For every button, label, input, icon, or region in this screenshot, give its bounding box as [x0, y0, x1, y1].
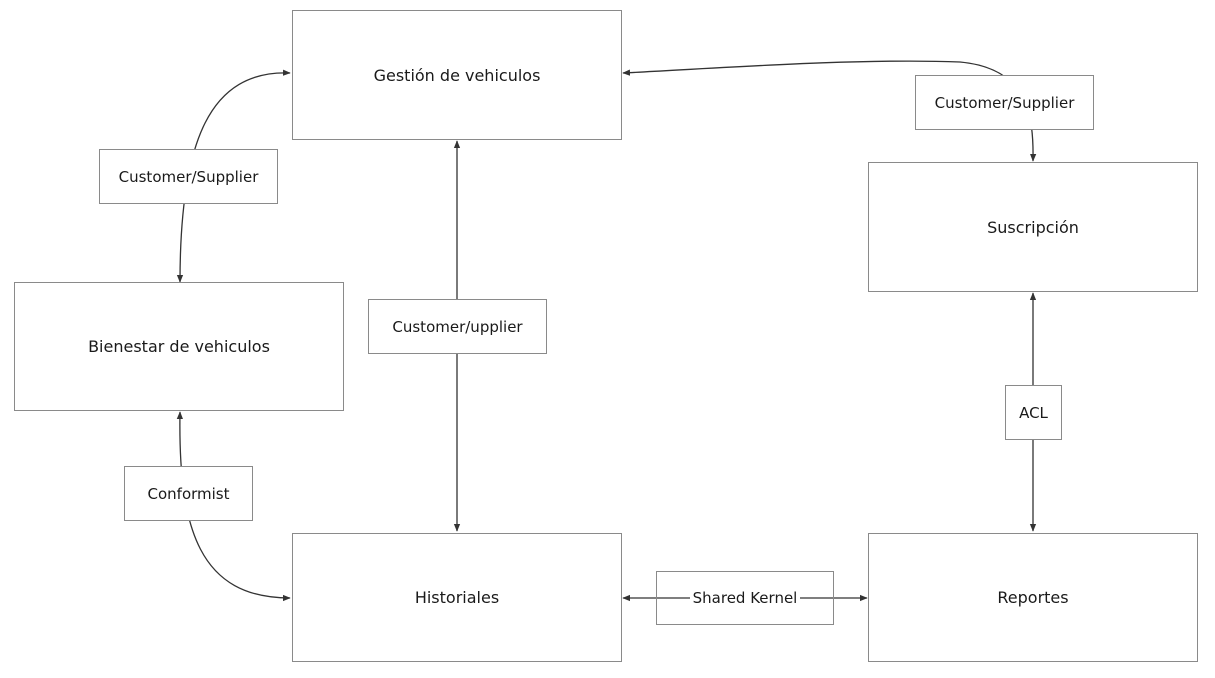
node-reportes: Reportes — [868, 533, 1198, 662]
node-suscripcion: Suscripción — [868, 162, 1198, 292]
node-reportes-label: Reportes — [997, 588, 1069, 607]
label-bienestar-historiales-text: Conformist — [147, 484, 230, 503]
node-bienestar-de-vehiculos: Bienestar de vehiculos — [14, 282, 344, 411]
node-gestion-label: Gestión de vehiculos — [373, 65, 541, 85]
node-suscripcion-label: Suscripción — [987, 217, 1079, 237]
node-bienestar-label: Bienestar de vehiculos — [88, 337, 270, 356]
label-historiales-reportes: Shared Kernel — [656, 571, 834, 625]
label-historiales-reportes-text: Shared Kernel — [689, 589, 801, 607]
node-gestion-de-vehiculos: Gestión de vehiculos — [292, 10, 622, 140]
label-gestion-historiales-text: Customer/upplier — [392, 317, 523, 336]
label-gestion-historiales: Customer/upplier — [368, 299, 547, 354]
node-historiales: Historiales — [292, 533, 622, 662]
label-gestion-suscripcion-text: Customer/Supplier — [934, 93, 1075, 112]
label-bienestar-historiales: Conformist — [124, 466, 253, 521]
label-gestion-bienestar: Customer/Supplier — [99, 149, 278, 204]
label-gestion-suscripcion: Customer/Supplier — [915, 75, 1094, 130]
label-suscripcion-reportes: ACL — [1005, 385, 1062, 440]
node-historiales-label: Historiales — [414, 588, 500, 607]
label-suscripcion-reportes-text: ACL — [1019, 403, 1048, 422]
edge-gestion-bienestar — [176, 69, 291, 283]
edge-bienestar-historiales — [176, 411, 291, 602]
label-gestion-bienestar-text: Customer/Supplier — [118, 167, 259, 186]
